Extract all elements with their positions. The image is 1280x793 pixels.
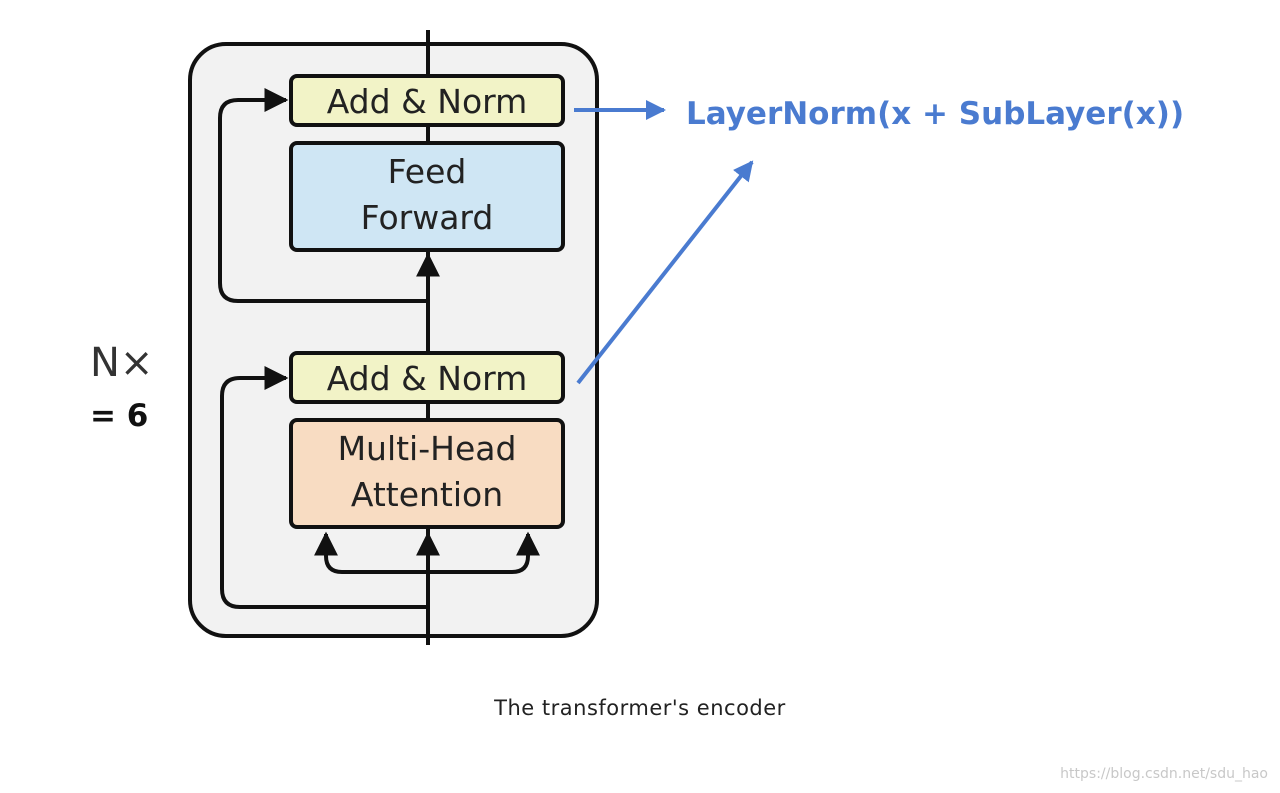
residual-connection-top — [218, 88, 428, 303]
add-norm-top-label: Add & Norm — [327, 82, 528, 121]
residual-connection-bottom — [220, 366, 428, 609]
add-norm-bottom-block — [289, 351, 565, 404]
add-norm-bottom-label: Add & Norm — [327, 359, 528, 398]
attention-input-branches — [324, 538, 530, 574]
watermark-text: https://blog.csdn.net/sdu_hao — [1060, 766, 1268, 782]
attention-label-line2: Attention — [351, 475, 503, 514]
formula-arrow-from-bottom — [576, 160, 754, 385]
formula-text: LayerNorm(x + SubLayer(x)) — [686, 96, 1184, 132]
feed-forward-block — [289, 141, 565, 252]
attention-label-line1: Multi-Head — [338, 429, 517, 468]
figure-caption: The transformer's encoder — [494, 696, 786, 720]
add-norm-top-block — [289, 74, 565, 127]
multi-head-attention-block — [289, 418, 565, 529]
encoder-container — [188, 42, 599, 638]
feed-forward-label-line1: Feed — [388, 152, 467, 191]
repeat-value: = 6 — [90, 398, 148, 434]
repeat-label: N× — [90, 340, 153, 386]
feed-forward-label-line2: Forward — [361, 198, 494, 237]
